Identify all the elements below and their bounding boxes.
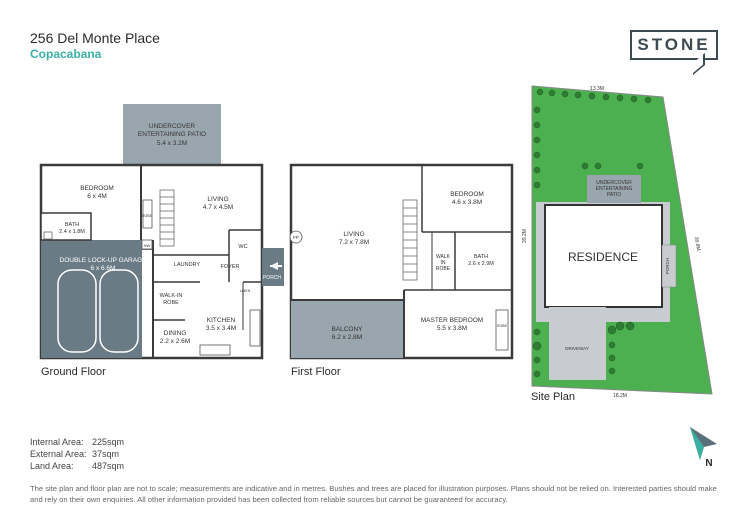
- site-residence-label: RESIDENCE: [568, 250, 638, 264]
- gf-foyer-label: FOYER: [221, 264, 240, 270]
- ff-master-size: 5.5 x 3.8M: [437, 325, 467, 332]
- gf-bedroom-size: 6 x 4M: [87, 193, 107, 200]
- ff-walkin-label: WALK: [436, 254, 451, 260]
- ff-walkin-label3: ROBE: [436, 266, 451, 272]
- ff-walkin-label2: IN: [441, 260, 446, 266]
- ff-balcony: [291, 300, 404, 358]
- ff-balcony-label: BALCONY: [331, 326, 363, 333]
- site-left-dim: 39.2M: [522, 229, 528, 243]
- gf-walkin-label: WALK-IN: [160, 293, 183, 299]
- ff-bath-size: 2.6 x 2.9M: [468, 261, 494, 267]
- gf-garage-size: 6 x 6.6M: [91, 265, 116, 272]
- gf-bath-size: 2.4 x 1.8M: [59, 229, 85, 235]
- ground-floor-label: Ground Floor: [41, 366, 106, 378]
- stat-value: 225sqm: [92, 437, 125, 447]
- gf-living-size: 4.7 x 4.5M: [203, 204, 233, 211]
- gf-living-label: LIVING: [207, 196, 228, 203]
- stat-value: 487sqm: [92, 461, 125, 471]
- gf-patio-label: UNDERCOVER: [149, 123, 196, 130]
- gf-dining-size: 2.2 x 2.6M: [160, 338, 190, 345]
- stone-logo: STONE: [630, 30, 718, 60]
- gf-dining-label: DINING: [164, 330, 187, 337]
- property-address: 256 Del Monte Place: [30, 30, 160, 46]
- gf-laundry-label: LAUNDRY: [174, 262, 201, 268]
- gf-bath-label: BATH: [65, 222, 79, 228]
- site-plan-label: Site Plan: [531, 391, 576, 403]
- ff-living-size: 7.2 x 7.8M: [339, 239, 369, 246]
- site-patio-label: UNDERCOVER: [596, 180, 632, 186]
- site-driveway: [549, 307, 606, 380]
- first-floor-label: First Floor: [291, 366, 341, 378]
- site-driveway-label: DRIVEWAY: [565, 346, 589, 351]
- site-bottom-dim: 18.2M: [613, 393, 627, 399]
- ff-bedroom-size: 4.6 x 3.8M: [452, 199, 482, 206]
- gf-walkin-label2: ROBE: [163, 300, 179, 306]
- site-top-dim: 13.3M: [590, 86, 604, 92]
- ff-master-label: MASTER BEDROOM: [421, 317, 483, 324]
- gf-robe-label: ROBE: [142, 214, 153, 218]
- area-stats: Internal Area: 225sqm External Area: 37sqm…: [30, 436, 124, 472]
- ground-floor-plan: UNDERCOVER ENTERTAINING PATIO 5.4 x 3.2M: [39, 104, 284, 360]
- site-patio-label3: PATIO: [607, 192, 621, 198]
- site-porch-label: PORCH: [665, 258, 670, 274]
- site-patio-label2: ENTERTAINING: [596, 186, 633, 192]
- gf-linen-label: LINEN: [240, 289, 251, 293]
- ff-living-label: LIVING: [343, 231, 364, 238]
- gf-hw-label: HW: [144, 243, 151, 248]
- stat-label: External Area:: [30, 449, 87, 459]
- gf-porch-label: PORCH: [263, 275, 281, 281]
- stat-row: Internal Area: 225sqm: [30, 436, 124, 448]
- ff-bedroom-label: BEDROOM: [450, 191, 484, 198]
- ff-balcony-size: 6.2 x 2.8M: [332, 334, 362, 341]
- stat-row: External Area: 37sqm: [30, 448, 124, 460]
- gf-wc-label: WC: [238, 244, 247, 250]
- site-plan: UNDERCOVER ENTERTAINING PATIO RESIDENCE …: [522, 85, 717, 469]
- gf-kitchen-size: 3.5 x 3.4M: [206, 325, 236, 332]
- stat-value: 37sqm: [92, 449, 120, 459]
- site-patio: [587, 175, 641, 203]
- gf-garage-label: DOUBLE LOCK-UP GARAGE: [60, 257, 148, 264]
- compass-icon: [690, 427, 717, 460]
- gf-patio: [123, 104, 221, 165]
- gf-bedroom-label: BEDROOM: [80, 185, 114, 192]
- stat-row: Land Area: 487sqm: [30, 460, 124, 472]
- ff-bath-label: BATH: [474, 254, 488, 260]
- disclaimer-text: The site plan and floor plan are not to …: [30, 484, 717, 504]
- stat-label: Internal Area:: [30, 437, 84, 447]
- site-residence: [544, 204, 663, 308]
- first-floor-plan: FP LIVING 7.2 x 7.8M BEDROOM 4.6 x 3.8M …: [289, 163, 514, 360]
- site-right-dim: 39.8M: [693, 236, 701, 251]
- gf-kitchen-label: KITCHEN: [207, 317, 236, 324]
- ff-fp-label: FP: [293, 235, 299, 240]
- stat-label: Land Area:: [30, 461, 74, 471]
- property-suburb: Copacabana: [30, 47, 102, 61]
- gf-patio-label2: ENTERTAINING PATIO: [138, 131, 206, 138]
- ff-robe-label: ROBE: [497, 324, 508, 328]
- gf-patio-size: 5.4 x 3.2M: [157, 140, 187, 147]
- compass-letter: N: [705, 458, 712, 469]
